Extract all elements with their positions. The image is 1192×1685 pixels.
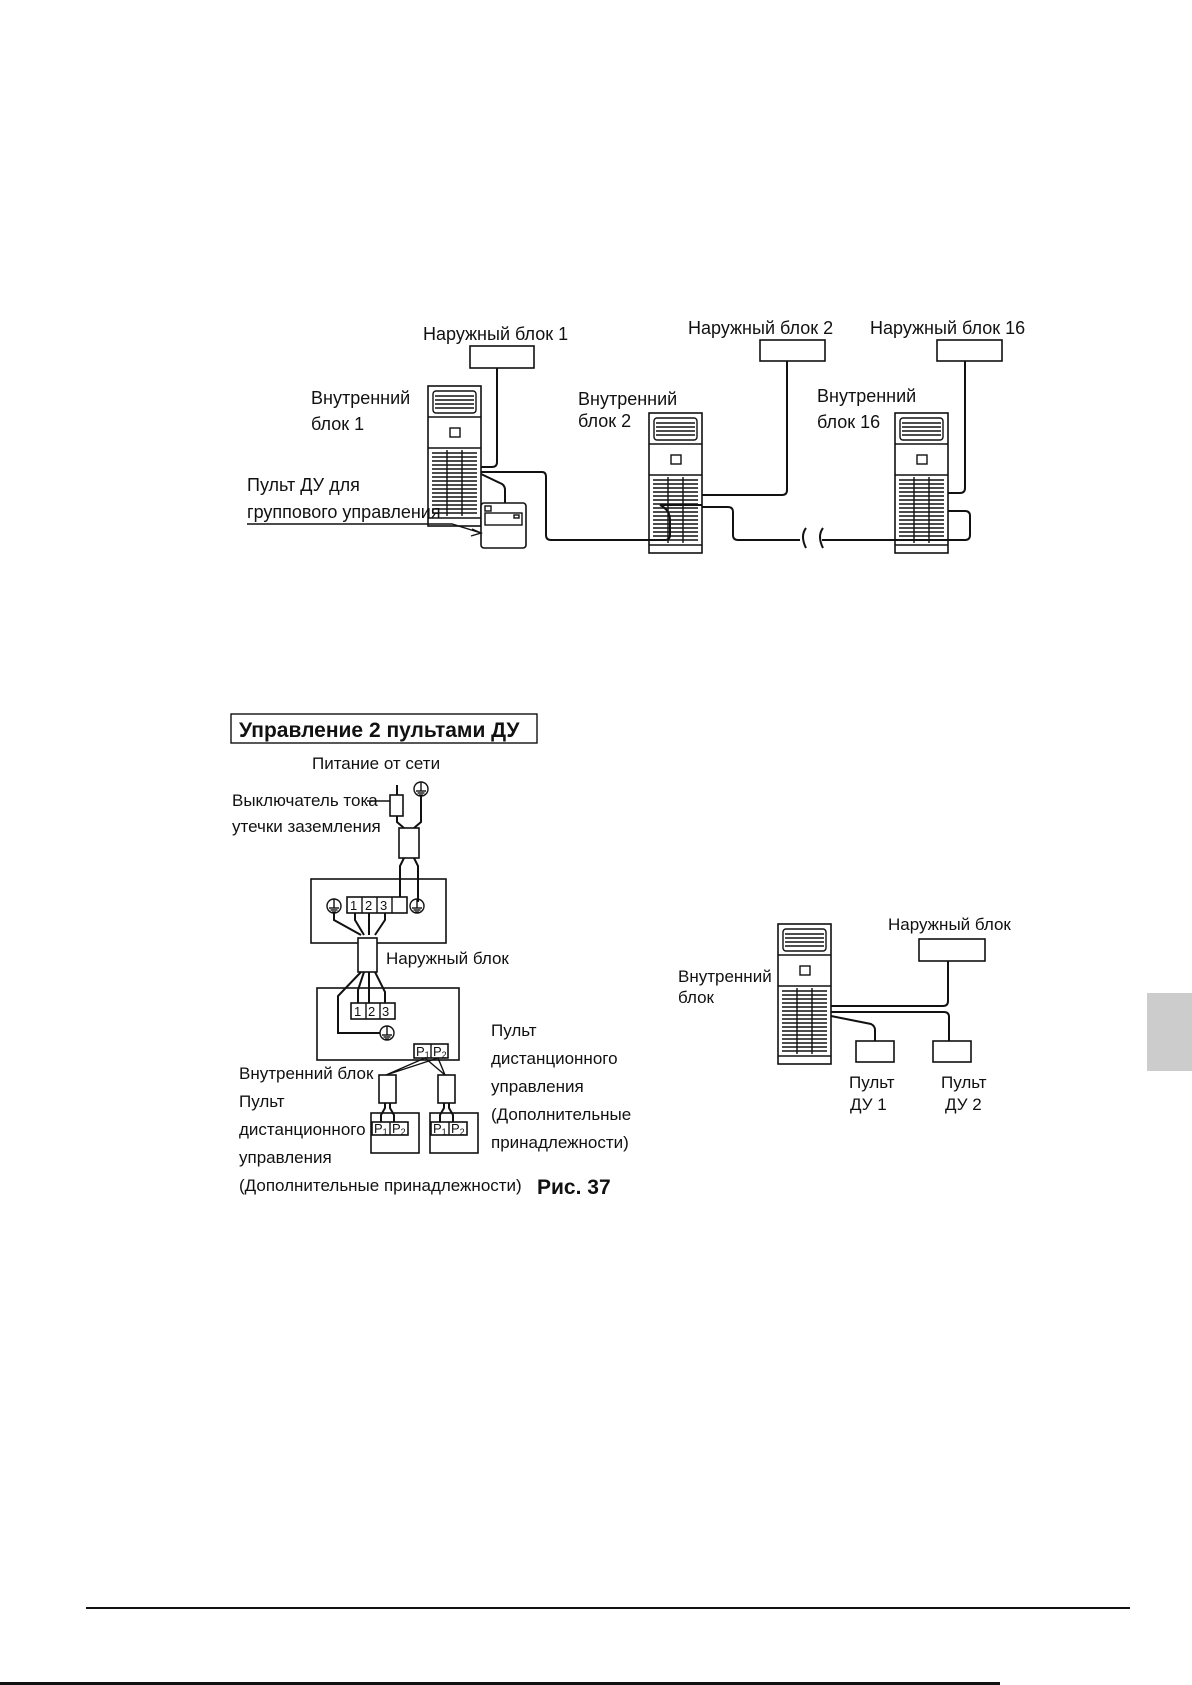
leader-group-remote xyxy=(247,523,482,534)
indoor-unit-box xyxy=(316,987,460,1061)
figure-caption: Рис. 37 xyxy=(537,1176,611,1199)
remote-label-left-2: управления xyxy=(239,1148,332,1167)
line-ou16-iu16 xyxy=(948,361,966,494)
outdoor-terminal-3: 3 xyxy=(380,898,387,913)
outdoor-terminal-block: 1 2 3 xyxy=(346,896,408,914)
indoor-label-1b: блок 1 xyxy=(311,414,364,434)
simple-indoor-label-b: блок xyxy=(678,988,715,1007)
group-remote-label-b: группового управления xyxy=(247,502,441,522)
outdoor-label-16: Наружный блок 16 xyxy=(870,318,1025,338)
bus-line-1 xyxy=(481,471,702,541)
line-ou2-iu2 xyxy=(702,361,788,496)
simple-diagram: Внутренний блок Наружный блок Пульт ДУ 1… xyxy=(678,915,1011,1114)
group-remote-controller xyxy=(480,502,527,549)
outdoor-label: Наружный блок xyxy=(386,949,509,968)
line-indoor-remote2 xyxy=(831,1011,950,1041)
svg-text:P1: P1 xyxy=(374,1121,388,1137)
remote-label-right-4: принадлежности) xyxy=(491,1133,629,1152)
ground-icon-indoor xyxy=(379,1025,395,1041)
simple-outdoor-label: Наружный блок xyxy=(888,915,1011,934)
indoor-p-terminals: P1 P2 xyxy=(413,1043,449,1060)
bus-line-3 xyxy=(822,510,971,541)
remote-2-label-b: ДУ 2 xyxy=(945,1095,982,1114)
remote-connector-2 xyxy=(437,1074,456,1104)
breaker-label-a: Выключатель тока xyxy=(232,791,378,810)
indoor-unit-16 xyxy=(894,412,949,554)
remote-label-left-1: дистанционного xyxy=(239,1120,366,1139)
remote-1-label-b: ДУ 1 xyxy=(850,1095,887,1114)
indoor-label-2a: Внутренний xyxy=(578,389,677,409)
indoor-terminal-3: 3 xyxy=(382,1004,389,1019)
arrow-group-remote xyxy=(470,528,484,537)
svg-text:P2: P2 xyxy=(392,1121,406,1137)
remote-2-label-a: Пульт xyxy=(941,1073,987,1092)
indoor-label-16a: Внутренний xyxy=(817,386,916,406)
outdoor-label-1: Наружный блок 1 xyxy=(423,324,568,344)
svg-text:P1: P1 xyxy=(433,1121,447,1137)
footer-rule xyxy=(86,1607,1130,1609)
remote-1 xyxy=(855,1040,895,1063)
svg-text:P1: P1 xyxy=(416,1044,430,1060)
indoor-label-1a: Внутренний xyxy=(311,388,410,408)
line-indoor-remote1 xyxy=(830,1015,876,1041)
indoor-terminal-1: 1 xyxy=(354,1004,361,1019)
bottom-edge-rule xyxy=(0,1682,1000,1685)
indoor-unit-2 xyxy=(648,412,703,554)
svg-text:P2: P2 xyxy=(433,1044,447,1060)
wiring-diagram: Питание от сети Выключатель тока утечки … xyxy=(232,754,631,1195)
remote-label-right-0: Пульт xyxy=(491,1021,537,1040)
ground-icon-supply xyxy=(413,781,429,797)
outdoor-terminal-1: 1 xyxy=(350,898,357,913)
outdoor-unit-2 xyxy=(759,339,826,362)
ground-icon-outdoor-right xyxy=(409,898,425,914)
line-iu1-remote xyxy=(480,473,506,503)
top-diagram: Наружный блок 1 Наружный блок 2 Наружный… xyxy=(247,318,1025,554)
outdoor-unit-1 xyxy=(469,345,535,369)
simple-indoor-label-a: Внутренний xyxy=(678,967,772,986)
line-ou1-iu1 xyxy=(481,368,498,468)
outdoor-unit xyxy=(918,938,986,962)
remote-label-right-2: управления xyxy=(491,1077,584,1096)
remote-label-right-1: дистанционного xyxy=(491,1049,618,1068)
outdoor-unit-box xyxy=(310,878,447,944)
indoor-label-2b: блок 2 xyxy=(578,411,631,431)
outdoor-unit-16 xyxy=(936,339,1003,362)
outdoor-connector xyxy=(357,937,378,973)
remote-connector-1 xyxy=(378,1074,397,1104)
remote-label-right-3: (Дополнительные xyxy=(491,1105,631,1124)
remote-label-left-0: Пульт xyxy=(239,1092,285,1111)
outdoor-terminal-2: 2 xyxy=(365,898,372,913)
outdoor-label-2: Наружный блок 2 xyxy=(688,318,833,338)
breaker-label-b: утечки заземления xyxy=(232,817,381,836)
svg-text:P2: P2 xyxy=(451,1121,465,1137)
side-section-tab xyxy=(1147,993,1192,1071)
remote-controller-1: P1 P2 xyxy=(370,1112,420,1154)
break-mark-1 xyxy=(802,527,807,549)
bus-line-2 xyxy=(702,506,800,541)
power-label: Питание от сети xyxy=(312,754,440,773)
indoor-terminal-2: 2 xyxy=(368,1004,375,1019)
ground-icon-outdoor-left xyxy=(326,898,342,914)
line-outdoor-indoor xyxy=(831,961,949,1007)
indoor-label-16b: блок 16 xyxy=(817,412,880,432)
remote-1-label-a: Пульт xyxy=(849,1073,895,1092)
group-remote-label-a: Пульт ДУ для xyxy=(247,475,360,495)
remote-2 xyxy=(932,1040,972,1063)
break-mark-2 xyxy=(819,527,824,549)
section-title-box xyxy=(230,713,538,744)
indoor-terminal-block: 1 2 3 xyxy=(350,1002,396,1020)
remote-label-left-3: (Дополнительные принадлежности) xyxy=(239,1176,522,1195)
section-title: Управление 2 пультами ДУ xyxy=(239,719,520,742)
breaker-symbol xyxy=(389,794,404,817)
indoor-unit xyxy=(777,923,832,1065)
indoor-label: Внутренний блок xyxy=(239,1064,374,1083)
remote-controller-2: P1 P2 xyxy=(429,1112,479,1154)
supply-connector xyxy=(398,827,420,859)
